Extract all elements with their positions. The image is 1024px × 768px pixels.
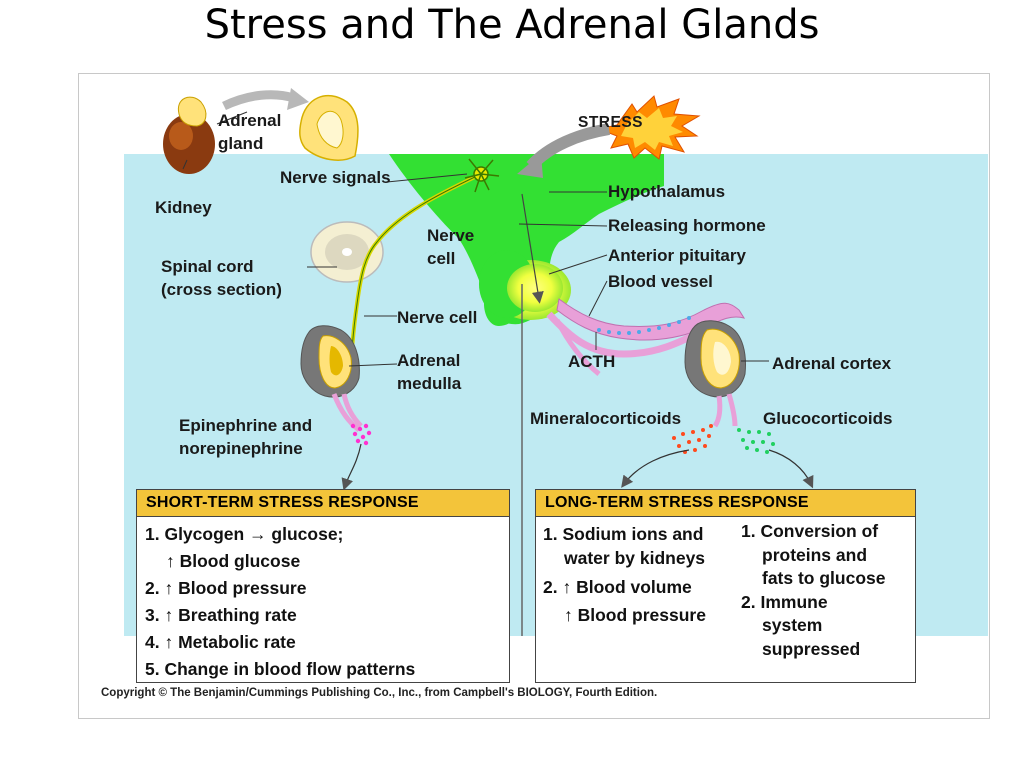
label-glucocorticoids: Glucocorticoids <box>763 409 893 428</box>
slide-title: Stress and The Adrenal Glands <box>204 2 820 48</box>
arrow-long-right <box>768 449 814 489</box>
label-adrenal-cortex: Adrenal cortex <box>772 354 892 373</box>
label-nerve-cell-top: Nerve cell <box>427 226 475 268</box>
acth-dots <box>597 316 691 335</box>
long-term-right-list: 1. Conversion of proteins and fats to gl… <box>741 520 886 661</box>
long-term-item: 1. Conversion of <box>741 521 879 541</box>
long-term-left-list: 1. Sodium ions and water by kidneys 2. ↑… <box>543 523 706 627</box>
gland-arrow <box>222 90 296 111</box>
diagram-figure: Adrenal gland Kidney Nerve signals Stres… <box>78 73 990 719</box>
short-term-list: 1. Glycogen → glucose; ↑ Blood glucose 2… <box>137 517 509 687</box>
label-hypothalamus: Hypothalamus <box>608 182 726 201</box>
label-adrenal-gland: Adrenal gland <box>218 111 282 153</box>
releasing-line <box>521 193 544 304</box>
label-epinephrine: Epinephrine and norepinephrine <box>179 416 313 458</box>
anterior-pituitary-core <box>507 264 563 312</box>
short-term-item: 1. Glycogen → glucose; <box>145 524 344 544</box>
long-term-item: ↑ Blood pressure <box>564 604 706 625</box>
copyright-notice: Copyright © The Benjamin/Cummings Publis… <box>101 687 658 699</box>
label-nerve-signals: Nerve signals <box>280 168 391 187</box>
gland-arrow-head <box>287 88 309 110</box>
long-term-item: fats to glucose <box>762 568 886 588</box>
label-nerve-cell: Nerve cell <box>397 308 478 327</box>
mineralocorticoid-dots <box>672 424 713 454</box>
label-kidney: Kidney <box>155 198 212 217</box>
long-term-title: Long-term stress response <box>536 490 915 517</box>
label-spinal-cord: Spinal cord (cross section) <box>161 257 282 299</box>
arrow-long-left <box>621 449 690 488</box>
long-term-item: system <box>762 615 823 635</box>
leader-lines <box>182 111 769 367</box>
long-term-item: proteins and <box>762 544 868 565</box>
stress-burst-inner <box>621 108 683 150</box>
label-stress: Stress <box>578 114 644 131</box>
short-term-item: ↑ Blood glucose <box>166 551 301 571</box>
long-term-box: Long-term stress response 1. Sodium ions… <box>535 489 916 683</box>
long-term-item: suppressed <box>762 638 861 659</box>
label-acth: ACTH <box>568 352 616 371</box>
hypothalamus-shape <box>389 154 664 325</box>
label-releasing-hormone: Releasing hormone <box>608 216 766 235</box>
label-blood-vessel: Blood vessel <box>608 272 713 291</box>
glucocorticoid-dots <box>737 428 775 454</box>
stress-arrow-head <box>517 154 543 178</box>
label-mineralocorticoids: Mineralocorticoids <box>530 409 682 428</box>
label-adrenal-medulla: Adrenal medulla <box>397 351 462 393</box>
long-term-item: 2. ↑ Blood volume <box>543 577 692 597</box>
arrow-short-term <box>341 443 362 491</box>
short-term-item: 2. ↑ Blood pressure <box>145 578 307 598</box>
epinephrine-dots <box>350 423 372 446</box>
short-term-item: 5. Change in blood flow patterns <box>145 659 416 679</box>
long-term-item: water by kidneys <box>564 547 706 568</box>
short-term-box: Short-term stress response 1. Glycogen →… <box>136 489 510 683</box>
nerve-cell-body <box>464 158 500 193</box>
short-term-title: Short-term stress response <box>137 490 509 517</box>
adrenal-gland-small <box>177 96 207 127</box>
label-anterior-pituitary: Anterior pituitary <box>608 246 746 265</box>
long-term-item: 1. Sodium ions and <box>543 524 704 544</box>
short-term-item: 4. ↑ Metabolic rate <box>145 632 296 652</box>
short-term-item: 3. ↑ Breathing rate <box>145 605 297 625</box>
long-term-item: 2. Immune <box>741 591 828 612</box>
